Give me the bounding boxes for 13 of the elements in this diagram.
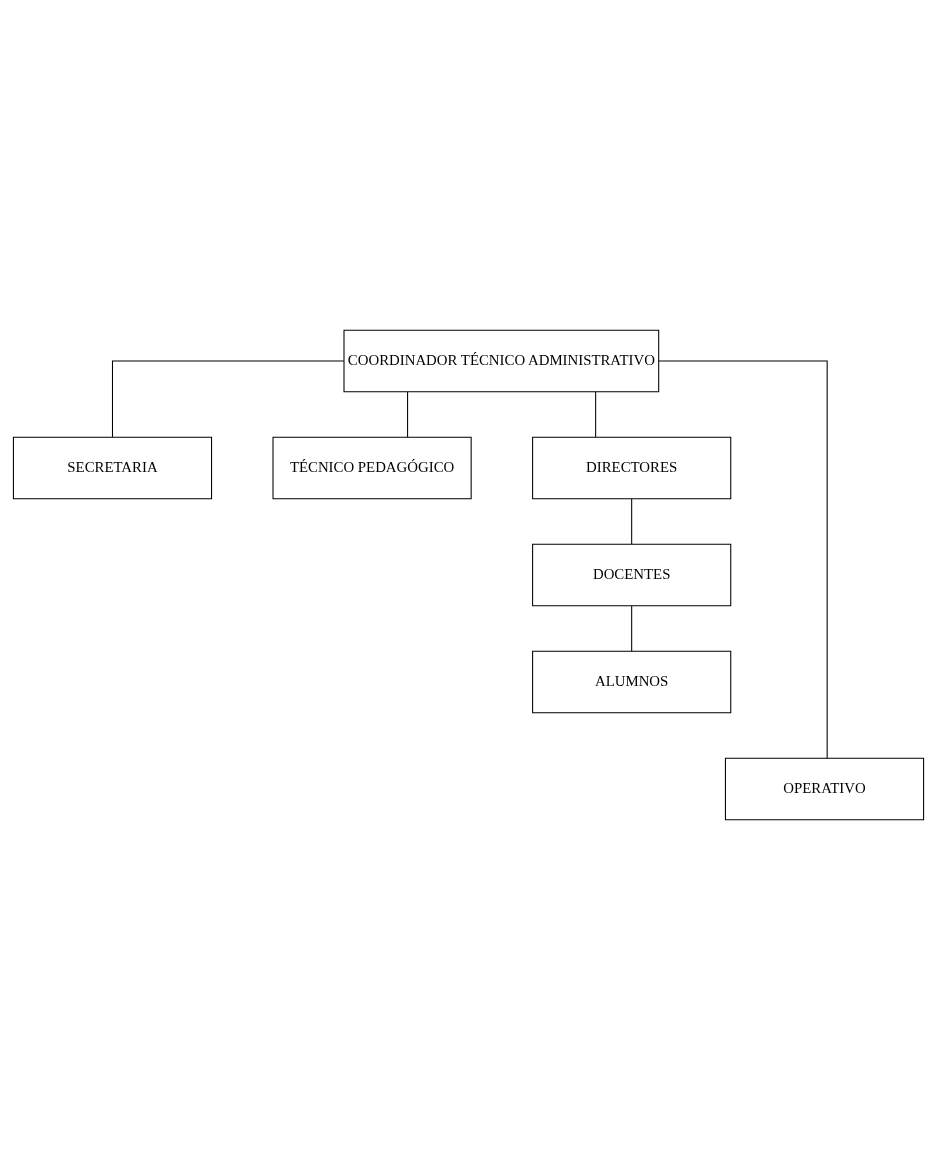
node-box: OPERATIVO <box>724 757 924 820</box>
connector <box>630 497 632 545</box>
connector <box>594 390 596 438</box>
node-box: SECRETARIA <box>12 436 212 499</box>
node-box: DOCENTES <box>531 543 731 606</box>
connector <box>111 359 344 438</box>
node-box: COORDINADOR TÉCNICO ADMINISTRATIVO <box>342 329 659 392</box>
connector <box>658 359 828 759</box>
connector <box>630 604 632 652</box>
connector <box>406 390 408 438</box>
node-box: ALUMNOS <box>531 650 731 713</box>
node-box: TÉCNICO PEDAGÓGICO <box>272 436 472 499</box>
node-box: DIRECTORES <box>531 436 731 499</box>
